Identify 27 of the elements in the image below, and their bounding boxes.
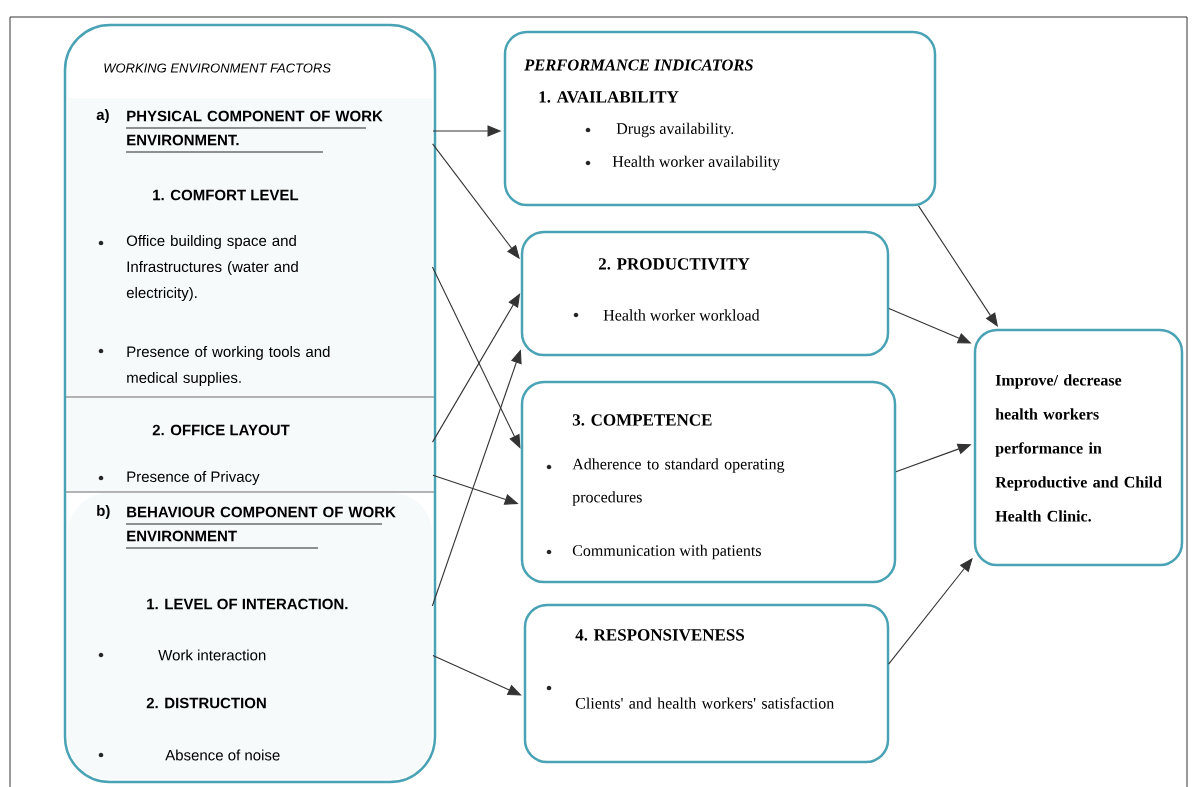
subheading-text: 2. DISTRUCTION — [146, 697, 266, 709]
bullet-text: Health worker workload — [603, 309, 760, 321]
subheading-text: 1. LEVEL OF INTERACTION. — [147, 598, 348, 610]
subheading-text: 3. COMPETENCE — [572, 414, 712, 426]
bullet-text: Work interaction — [158, 649, 266, 661]
bullet-text: Absence of noise — [165, 749, 280, 761]
item-letter: b) — [97, 505, 110, 519]
heading-text: PERFORMANCE INDICATORS — [524, 59, 753, 71]
subheading-text: 1. AVAILABILITY — [539, 91, 679, 103]
bullet-text: Clients' and health workers' satisfaction — [575, 697, 834, 709]
bullet-text: Health worker availability — [612, 155, 781, 171]
bullet-text: Communication with patients — [572, 544, 761, 560]
item-letter: a) — [96, 109, 109, 123]
bullet-text: Adherence to standard operating procedures — [572, 458, 785, 506]
bullet-text: Drugs availability. — [616, 122, 734, 138]
subheading-text: 2. OFFICE LAYOUT — [152, 424, 290, 436]
outcome-text: Improve/ decrease health workers performance in Reproductive and Child Health Clinic. — [995, 374, 1162, 522]
bullet-text: Presence of working tools and medical supplies. — [127, 346, 330, 386]
subheading-text: 2. PRODUCTIVITY — [598, 258, 750, 270]
subheading-text: 4. RESPONSIVENESS — [575, 629, 745, 641]
section-heading: PHYSICAL COMPONENT OF WORK ENVIRONMENT. — [125, 110, 383, 153]
bullet-text: Office building space and Infrastructures (water and electricity). — [126, 235, 298, 301]
bullet-text: Presence of Privacy — [127, 471, 260, 485]
section-heading: BEHAVIOUR COMPONENT OF WORK ENVIRONMENT — [125, 506, 396, 549]
subheading-text: 1. COMFORT LEVEL — [153, 189, 299, 201]
heading-text: WORKING ENVIRONMENT FACTORS — [104, 63, 331, 73]
arrow — [431, 266, 521, 449]
